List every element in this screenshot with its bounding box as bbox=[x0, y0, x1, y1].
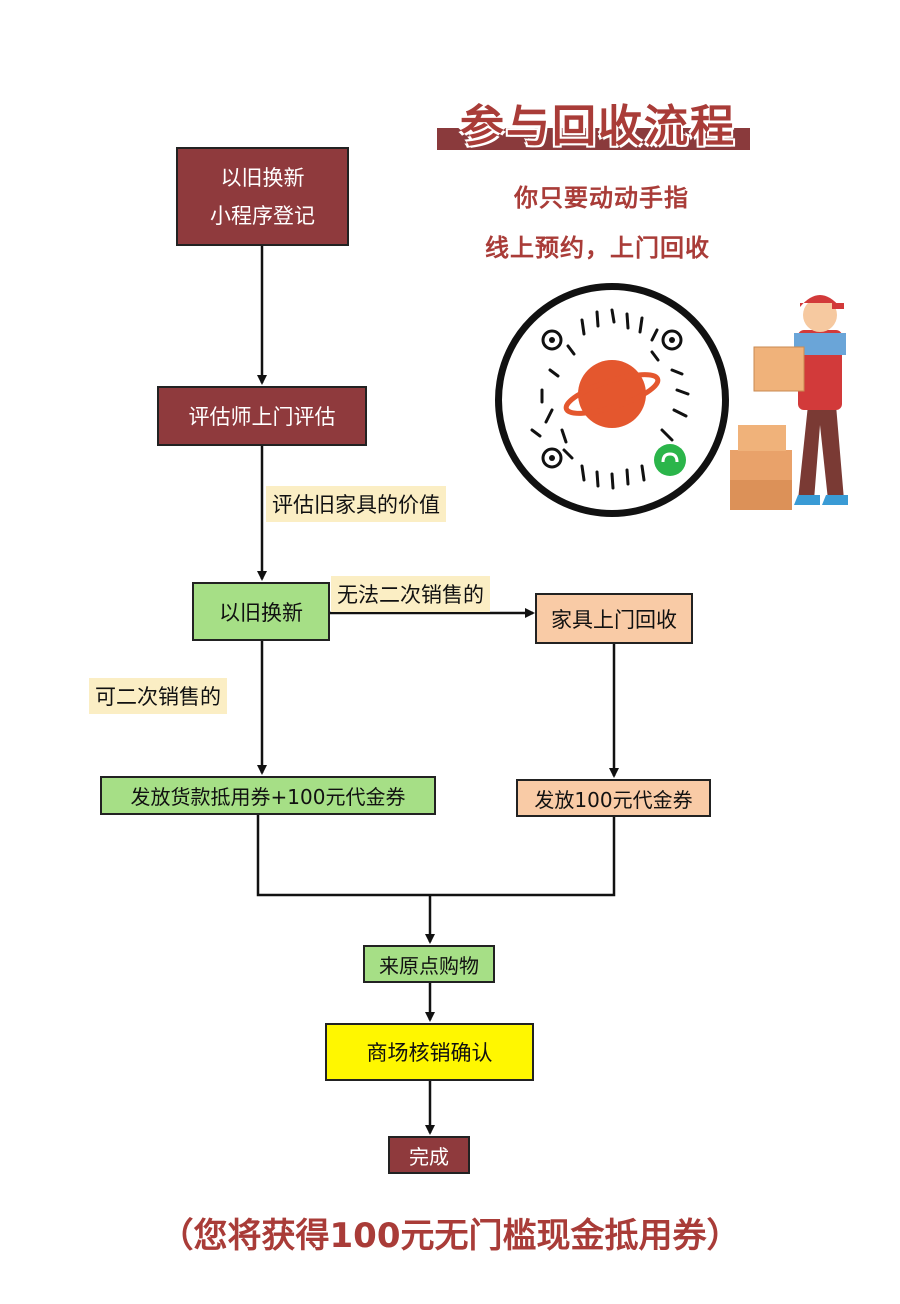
note-no-resale: 无法二次销售的 bbox=[331, 576, 490, 612]
step-issue-vouchers-full: 发放货款抵用券+100元代金券 bbox=[100, 776, 436, 815]
mini-program-qr-code-icon[interactable] bbox=[495, 283, 729, 517]
step-shop: 来原点购物 bbox=[363, 945, 495, 983]
step-mall-confirm: 商场核销确认 bbox=[325, 1023, 534, 1081]
subtitle-line-2: 线上预约，上门回收 bbox=[485, 234, 710, 262]
step-trade-in-label: 以旧换新 bbox=[219, 600, 303, 625]
step-issue-voucher-100-label: 发放100元代金券 bbox=[534, 787, 693, 812]
step-home-recycle: 家具上门回收 bbox=[535, 593, 693, 644]
title-underline-bar bbox=[437, 128, 750, 150]
merge-line bbox=[256, 815, 616, 897]
step-home-recycle-label: 家具上门回收 bbox=[551, 607, 677, 632]
step-done-label: 完成 bbox=[409, 1144, 449, 1169]
step-shop-label: 来原点购物 bbox=[379, 953, 479, 978]
step-register-line-2: 小程序登记 bbox=[210, 203, 315, 228]
step-issue-voucher-100: 发放100元代金券 bbox=[516, 779, 711, 817]
step-assessor-visit: 评估师上门评估 bbox=[157, 386, 367, 446]
note-resale: 可二次销售的 bbox=[89, 678, 227, 714]
step-assessor-label: 评估师上门评估 bbox=[188, 405, 336, 429]
footer-reward-text: （您将获得100元无门槛现金抵用券） bbox=[159, 1216, 741, 1256]
step-mall-confirm-label: 商场核销确认 bbox=[366, 1041, 493, 1065]
step-issue-vouchers-full-label: 发放货款抵用券+100元代金券 bbox=[130, 785, 406, 809]
step-trade-in: 以旧换新 bbox=[192, 582, 330, 641]
page-title: 参与回收流程 bbox=[460, 101, 736, 152]
step-register-line-1: 以旧换新 bbox=[220, 165, 305, 190]
note-assess-value: 评估旧家具的价值 bbox=[266, 486, 446, 522]
step-done: 完成 bbox=[388, 1136, 470, 1174]
delivery-worker-illustration bbox=[728, 285, 858, 520]
step-register-mini-program: 以旧换新 小程序登记 bbox=[176, 147, 349, 246]
subtitle-line-1: 你只要动动手指 bbox=[514, 184, 689, 212]
